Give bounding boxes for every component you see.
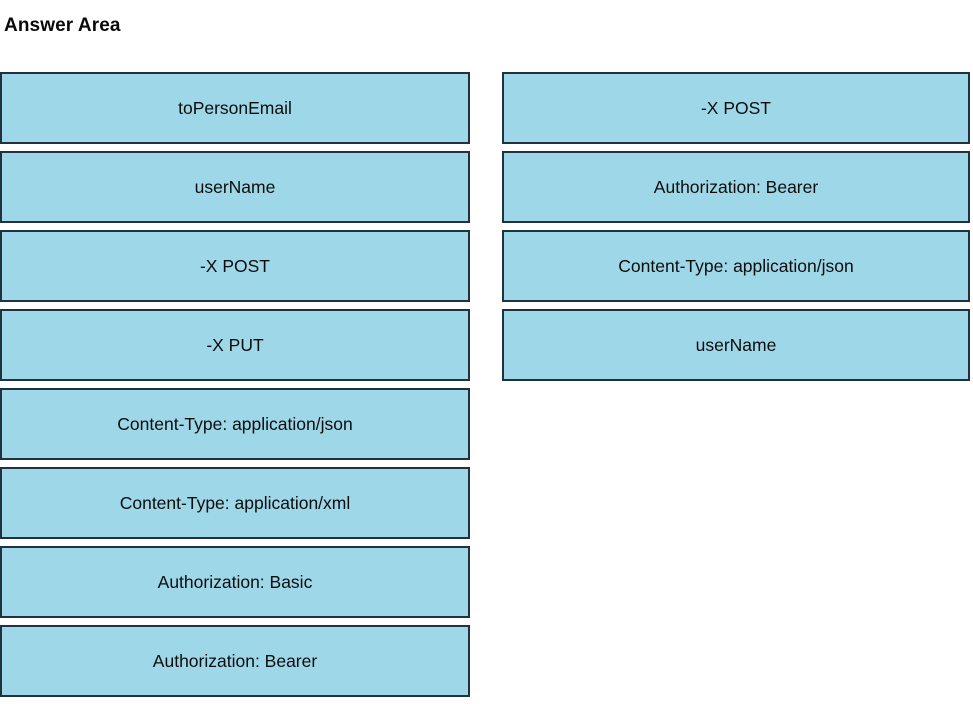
page-title: Answer Area: [4, 14, 121, 36]
answer-tile-label: userName: [695, 335, 777, 355]
answer-tile-label: -X POST: [700, 98, 771, 118]
answer-drop-zone-column: -X POST Authorization: Bearer Content-Ty…: [502, 72, 970, 388]
answer-tile-label: Authorization: Bearer: [653, 177, 819, 197]
option-tile[interactable]: Authorization: Bearer: [0, 625, 470, 697]
option-tile-label: Authorization: Bearer: [152, 651, 318, 671]
option-tile[interactable]: userName: [0, 151, 470, 223]
option-tile-label: -X POST: [199, 256, 270, 276]
answer-tile[interactable]: Content-Type: application/json: [502, 230, 970, 302]
option-tile-label: -X PUT: [206, 335, 264, 355]
option-tile[interactable]: toPersonEmail: [0, 72, 470, 144]
option-tile-label: Authorization: Basic: [157, 572, 313, 592]
option-tile[interactable]: Content-Type: application/json: [0, 388, 470, 460]
answer-choices-column: toPersonEmail userName -X POST -X PUT Co…: [0, 72, 470, 704]
answer-tile-label: Content-Type: application/json: [618, 256, 854, 276]
option-tile[interactable]: -X POST: [0, 230, 470, 302]
answer-tile[interactable]: userName: [502, 309, 970, 381]
option-tile-label: toPersonEmail: [178, 98, 292, 118]
answer-tile[interactable]: Authorization: Bearer: [502, 151, 970, 223]
option-tile[interactable]: -X PUT: [0, 309, 470, 381]
answer-tile[interactable]: -X POST: [502, 72, 970, 144]
option-tile[interactable]: Authorization: Basic: [0, 546, 470, 618]
option-tile-label: Content-Type: application/xml: [119, 493, 351, 513]
option-tile-label: userName: [194, 177, 276, 197]
option-tile-label: Content-Type: application/json: [117, 414, 353, 434]
option-tile[interactable]: Content-Type: application/xml: [0, 467, 470, 539]
